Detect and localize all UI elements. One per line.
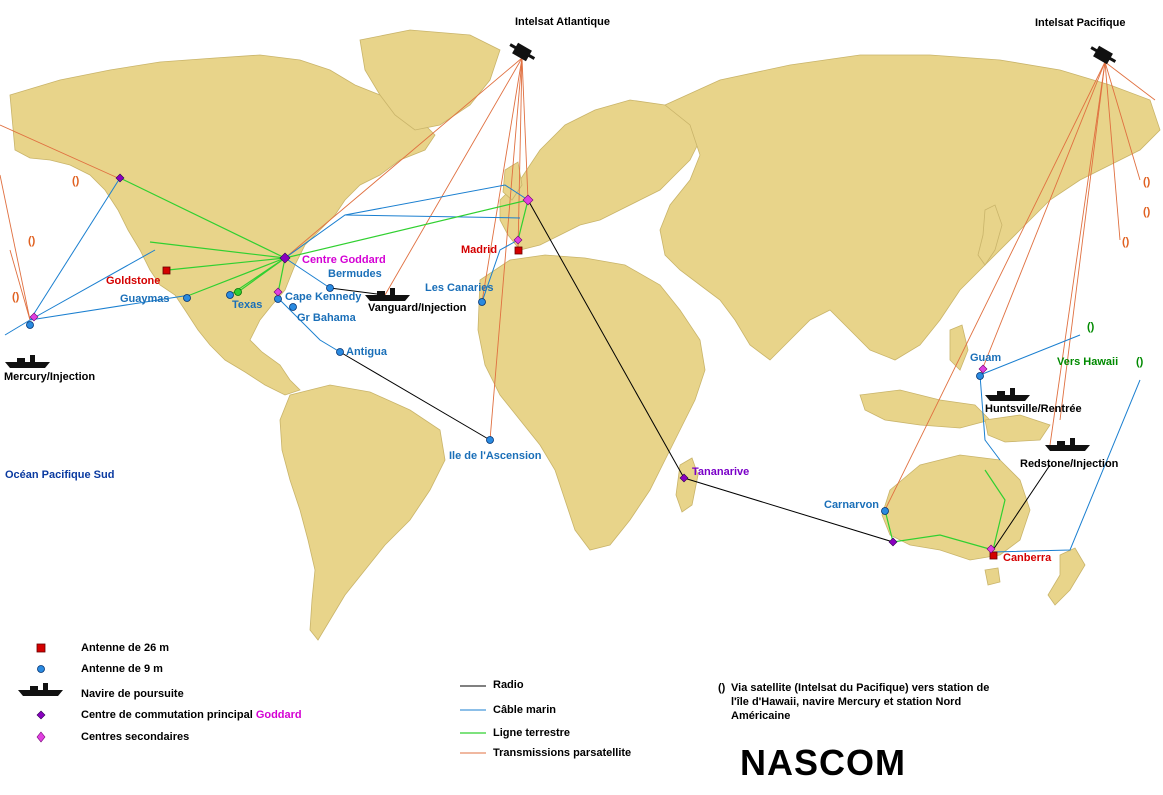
radio-links [329, 199, 1051, 551]
hawaii-link-marker: () [12, 291, 20, 303]
legend-ship: Navire de poursuite [81, 688, 184, 700]
main-switch-markers [115, 173, 898, 547]
legend-radio: Radio [493, 679, 524, 691]
legend-via-sat-line2: l'île d'Hawaii, navire Mercury et statio… [731, 696, 962, 708]
legend-cable: Câble marin [493, 704, 556, 716]
antenna-9m-markers [26, 284, 984, 515]
station-canaries-label: Les Canaries [425, 282, 494, 294]
land-indonesia [859, 389, 991, 429]
station-tananarive-label: Tananarive [692, 466, 750, 478]
satellite-links [0, 57, 1156, 511]
ship-mercury-label: Mercury/Injection [4, 371, 96, 383]
station-texas-label: Texas [232, 299, 263, 311]
texas-green-marker [234, 288, 242, 296]
land-madagascar [675, 457, 699, 513]
satellite-atlantic-icon [509, 42, 536, 62]
cable-links [4, 177, 1141, 553]
legend-via-sat-line1: Via satellite (Intelsat du Pacifique) ve… [731, 682, 990, 694]
legend-main-switch: Centre de commutation principal Goddard [81, 710, 302, 721]
station-bermudes-label: Bermudes [328, 268, 382, 280]
hawaii-link-marker: () [1122, 236, 1130, 248]
hawaii-link-marker: () [1143, 176, 1151, 188]
land-south-america [279, 384, 446, 641]
land-philippines [949, 324, 969, 371]
land-new-guinea [984, 414, 1051, 443]
ship-icon [5, 288, 1090, 451]
legend-via-sat-line3: Américaine [731, 710, 791, 722]
station-goddard-label: Centre Goddard [302, 254, 386, 266]
station-canberra-label: Canberra [1003, 552, 1052, 564]
land-tasmania [984, 567, 1001, 586]
station-gr-bahama-label: Gr Bahama [297, 312, 356, 324]
land-africa [477, 254, 706, 551]
land-japan [977, 204, 1003, 266]
station-guam-label: Guam [970, 352, 1002, 364]
hawaii-link-marker: () [72, 175, 80, 187]
land-europe [499, 99, 701, 251]
station-goldstone-label: Goldstone [106, 275, 161, 287]
hawaii-link-marker: () [1087, 321, 1095, 333]
station-madrid-label: Madrid [461, 244, 498, 256]
legend-main-switch-prefix: Centre de commutation principal [81, 709, 253, 721]
legend-secondary: Centres secondaires [81, 731, 190, 743]
intelsat-pacific-label: Intelsat Pacifique [1035, 17, 1126, 29]
ship-huntsville-label: Huntsville/Rentrée [985, 403, 1082, 415]
legend-symbols [18, 643, 486, 754]
land-asia [659, 54, 1161, 361]
land-north-america [9, 54, 436, 396]
station-antigua-label: Antigua [346, 346, 387, 358]
hawaii-link-marker: () [1136, 356, 1144, 368]
satellite-pacific-icon [1090, 45, 1117, 65]
land-new-zealand [1047, 547, 1086, 606]
intelsat-atlantic-label: Intelsat Atlantique [515, 16, 610, 28]
hawaii-link-marker: () [28, 235, 36, 247]
ocean-label: Océan Pacifique Sud [5, 469, 115, 481]
station-carnarvon-label: Carnarvon [824, 499, 880, 511]
hawaii-link-marker: () [1143, 206, 1151, 218]
vers-hawaii-label: Vers Hawaii [1057, 356, 1119, 368]
legend-main-switch-name: Goddard [255, 709, 302, 721]
secondary-center-markers [29, 194, 996, 554]
station-ascension-label: Ile de l'Ascension [449, 450, 542, 462]
legend-antenna-26m: Antenne de 26 m [81, 642, 170, 654]
ship-vanguard-label: Vanguard/Injection [368, 302, 467, 314]
map-title: NASCOM [740, 742, 906, 783]
ship-redstone-label: Redstone/Injection [1020, 458, 1119, 470]
station-guaymas-label: Guaymas [120, 293, 170, 305]
legend-antenna-9m: Antenne de 9 m [81, 663, 163, 675]
legend-satellite: Transmissions parsatellite [493, 747, 632, 759]
land-masses [9, 29, 1161, 641]
antenna-26m-markers [162, 246, 998, 560]
legend-ground: Ligne terrestre [493, 727, 571, 739]
legend-via-sat-symbol: () [718, 682, 726, 694]
station-cape-kennedy-label: Cape Kennedy [285, 291, 362, 303]
